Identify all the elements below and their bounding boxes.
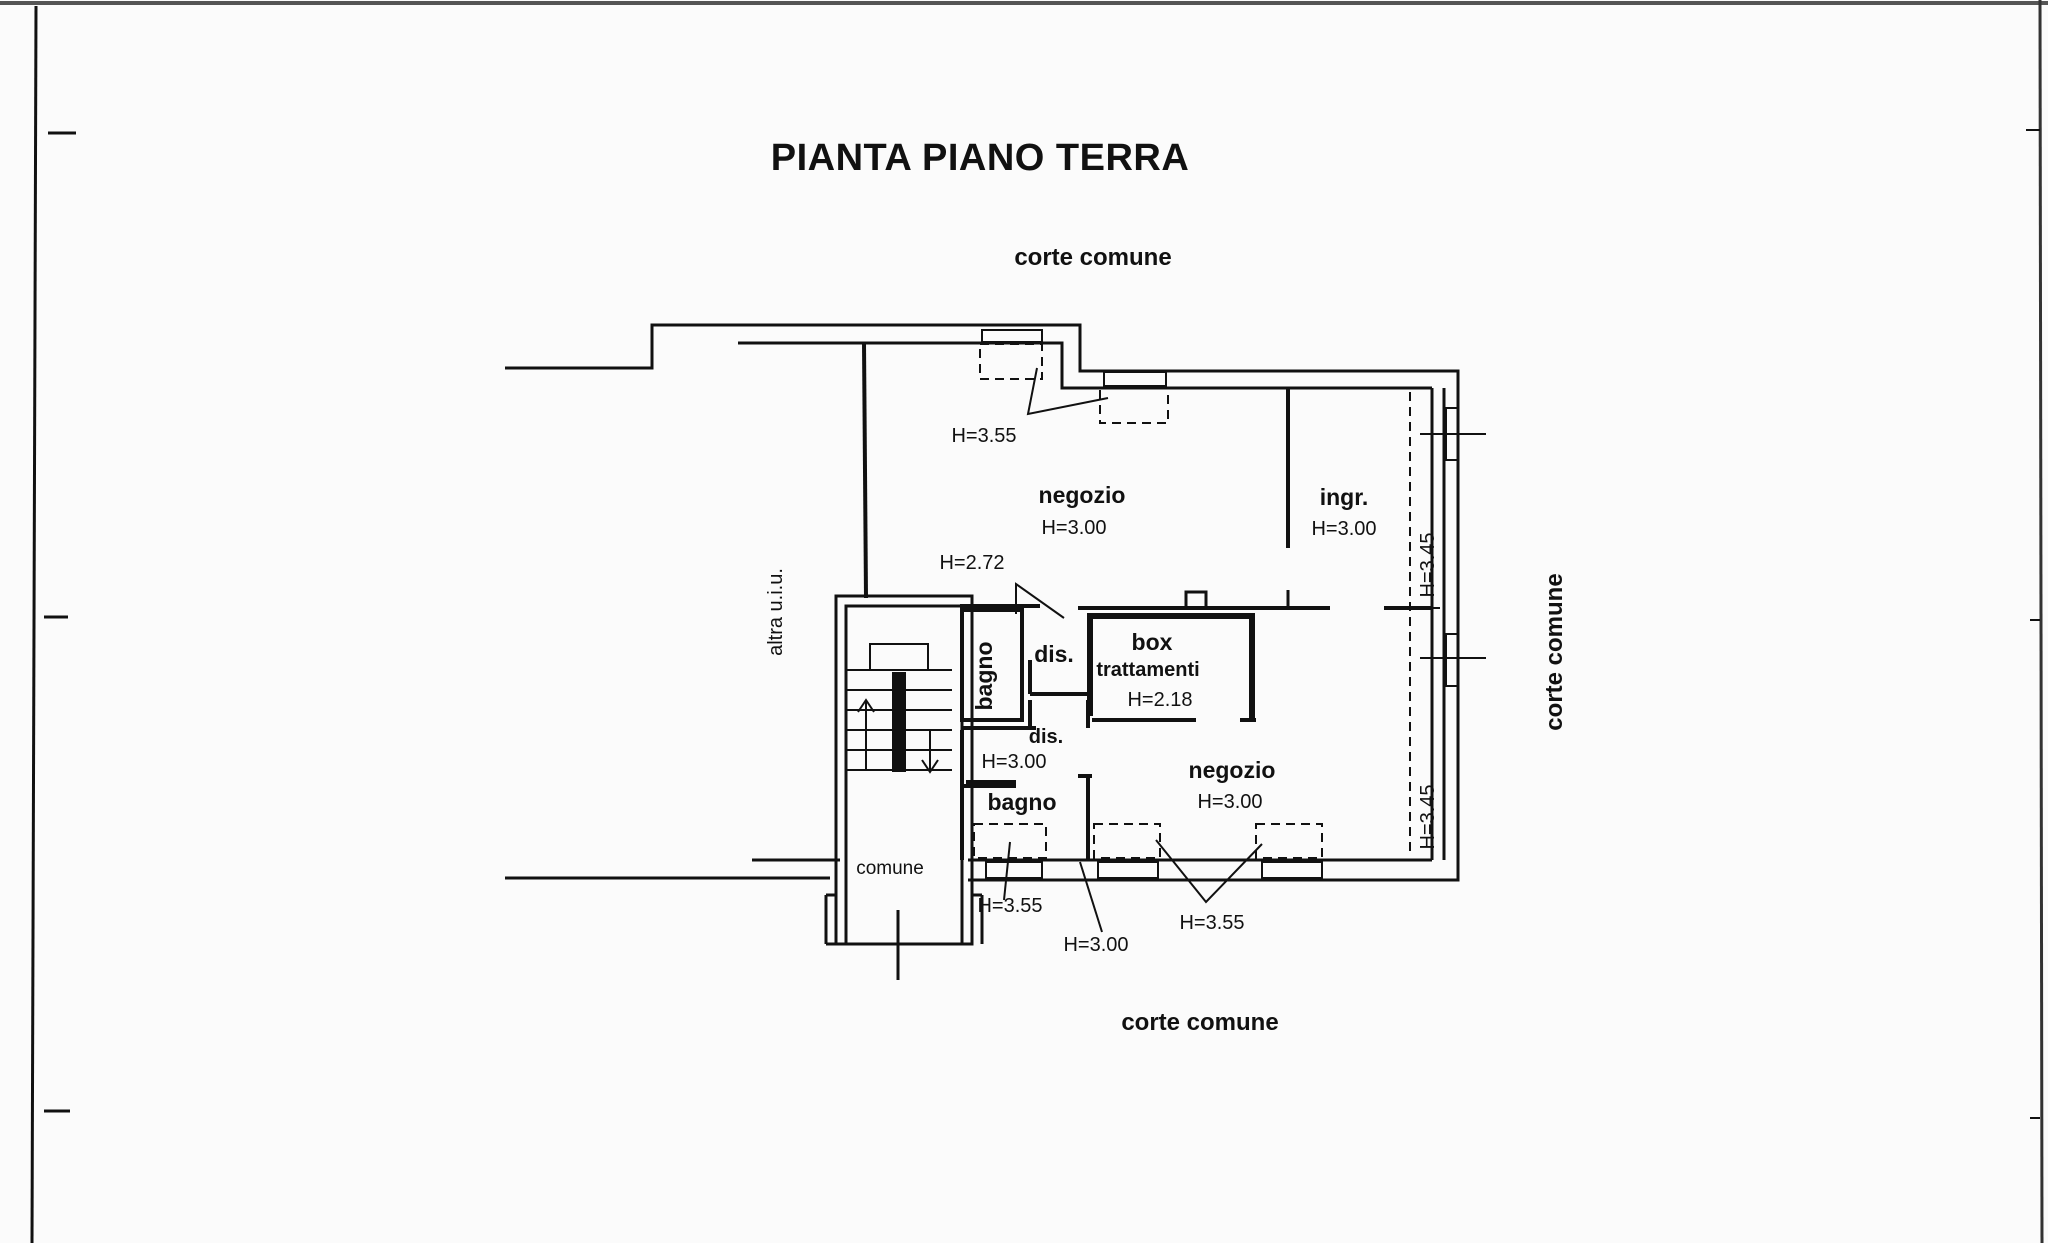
room-ingresso-name: ingr. xyxy=(1320,484,1369,510)
room-box-height: H=2.18 xyxy=(1127,689,1192,711)
height-bottom-mid: H=3.00 xyxy=(1063,934,1128,956)
staircase xyxy=(846,643,952,980)
room-comune-name: comune xyxy=(856,858,924,879)
plan-title: PIANTA PIANO TERRA xyxy=(771,137,1190,179)
height-bottom-left: H=3.55 xyxy=(977,895,1042,917)
interior-walls xyxy=(960,388,1432,860)
height-annotations: H=3.55 H=2.72 H=3.45 H=3.45 H=3.55 H=3.0… xyxy=(939,425,1439,956)
room-bagno-lower-name: bagno xyxy=(988,789,1057,815)
room-bagno-upper-name: bagno xyxy=(971,642,997,711)
room-ingresso-height: H=3.00 xyxy=(1311,518,1376,540)
room-box-name: box xyxy=(1132,629,1173,655)
height-top-window: H=3.55 xyxy=(951,425,1016,447)
room-dis-lower-name: dis. xyxy=(1029,726,1063,748)
exterior-walls xyxy=(505,323,1460,946)
room-labels: negozio H=3.00 ingr. H=3.00 box trattame… xyxy=(856,482,1376,879)
surrounding-left-label: altra u.i.u. xyxy=(765,568,787,656)
room-negozio-lower-name: negozio xyxy=(1189,757,1276,783)
surrounding-right-label: corte comune xyxy=(1541,573,1568,730)
height-bottom-right: H=3.55 xyxy=(1179,912,1244,934)
height-right-upper: H=3.45 xyxy=(1417,532,1439,597)
room-negozio-upper-height: H=3.00 xyxy=(1041,517,1106,539)
height-interior: H=2.72 xyxy=(939,552,1004,574)
room-dis-lower-height: H=3.00 xyxy=(981,751,1046,773)
height-right-lower: H=3.45 xyxy=(1417,784,1439,849)
surrounding-top-label: corte comune xyxy=(1014,244,1171,271)
room-negozio-lower-height: H=3.00 xyxy=(1197,791,1262,813)
surrounding-bottom-label: corte comune xyxy=(1121,1009,1278,1036)
windows xyxy=(973,329,1486,879)
leader-lines xyxy=(1003,367,1263,933)
room-negozio-upper-name: negozio xyxy=(1039,482,1126,508)
room-dis-upper-name: dis. xyxy=(1034,641,1074,667)
room-box-name-2: trattamenti xyxy=(1096,659,1199,681)
